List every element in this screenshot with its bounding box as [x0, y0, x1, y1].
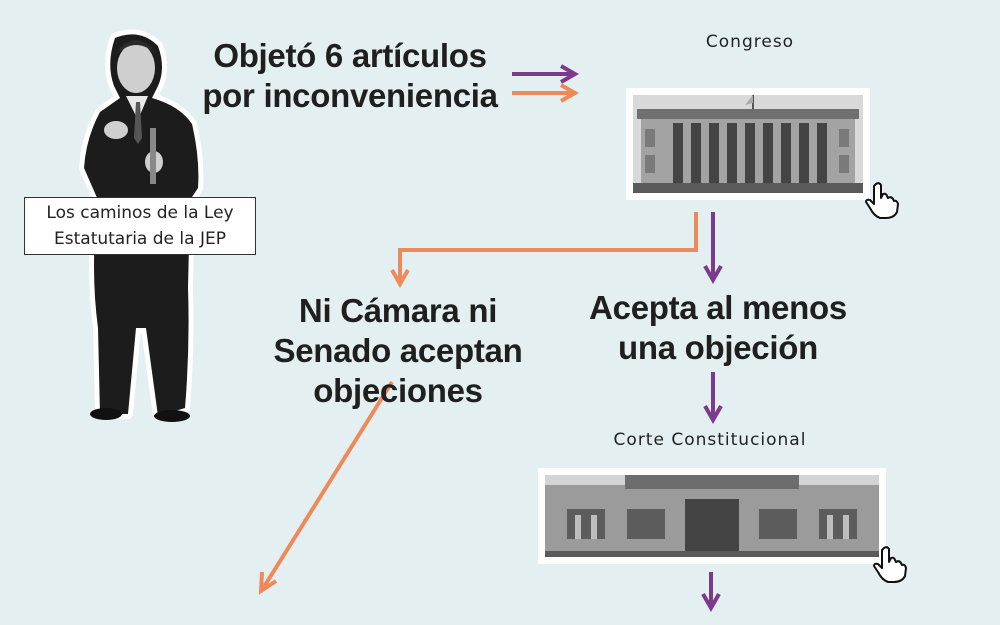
person-label: Los caminos de la Ley Estatutaria de la … — [24, 197, 256, 255]
start-text: Objetó 6 artículos por inconveniencia — [202, 37, 498, 114]
right-branch-text: Acepta al menos una objeción — [589, 289, 847, 366]
corte-caption: Corte Constitucional — [613, 430, 807, 450]
congreso-building — [633, 95, 863, 193]
orange-arrow-to-left-branch — [390, 212, 698, 289]
purple-arrow-to-right-branch — [703, 212, 723, 285]
purple-arrow-to-corte — [703, 372, 723, 425]
purple-arrow-to-congreso — [512, 64, 580, 84]
orange-arrow-to-congreso — [512, 83, 580, 103]
hand-pointer-icon[interactable] — [870, 544, 910, 584]
hand-pointer-icon[interactable] — [862, 180, 902, 220]
congreso-caption: Congreso — [705, 32, 795, 52]
corte-photo[interactable] — [538, 468, 886, 564]
orange-arrow-diagonal — [258, 380, 394, 595]
purple-arrow-from-corte — [701, 572, 721, 613]
left-branch-text: Ni Cámara ni Senado aceptan objeciones — [273, 292, 523, 409]
congreso-photo[interactable] — [626, 88, 870, 200]
corte-building — [545, 475, 879, 557]
